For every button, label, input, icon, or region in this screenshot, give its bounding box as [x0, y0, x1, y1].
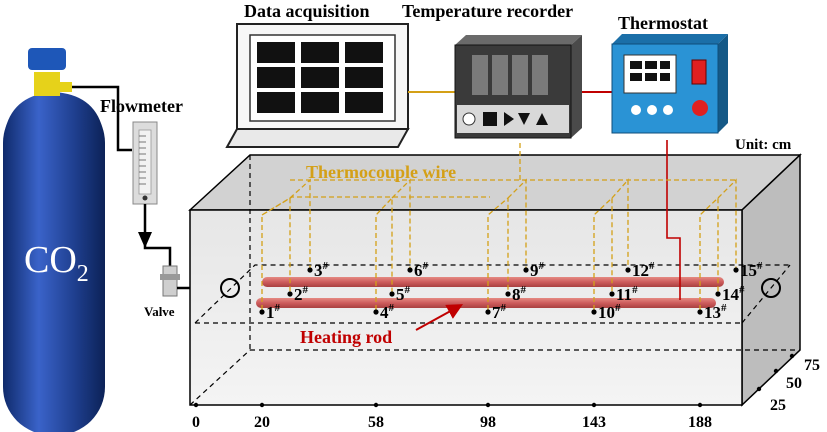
thermocouple-label: 5# [396, 284, 411, 304]
thermocouple-label: 4# [380, 302, 395, 322]
thermocouple-points: 1# 2#3# 4#5#6# 7#8#9# 10#11# 12# 13#14# 15# [259, 260, 763, 322]
valve: Valve [144, 265, 180, 319]
heating-rod-label: Heating rod [300, 327, 392, 347]
cylinder-cap-icon [28, 48, 66, 70]
x-tick-label: 188 [688, 414, 712, 431]
thermocouple-label: 6# [414, 260, 429, 280]
monitor-tiles-icon [257, 42, 383, 113]
thermocouple-dot [373, 309, 379, 315]
data-acquisition-label: Data acquisition [244, 1, 370, 21]
recorder-knob-icon [462, 112, 476, 126]
recorder-button-icon [483, 112, 497, 126]
thermocouple-label: 15# [740, 260, 763, 280]
power-switch-icon [691, 59, 707, 85]
depth-tick-mark [756, 386, 762, 392]
heating-rod-back [262, 277, 724, 287]
co2-label: CO2 [24, 239, 89, 287]
x-tick-mark [591, 402, 597, 408]
thermocouple-label: 9# [530, 260, 545, 280]
thermocouple-label: 3# [314, 260, 329, 280]
x-tick-label: 143 [582, 414, 606, 431]
thermocouple-dot [259, 309, 265, 315]
temperature-recorder: Temperature recorder [402, 1, 582, 139]
heating-rod-arrow-icon [415, 304, 464, 331]
depth-tick-label: 25 [770, 397, 786, 414]
x-tick-mark [373, 402, 379, 408]
thermocouple-dot [485, 309, 491, 315]
thermocouple-label: 11# [616, 284, 638, 304]
heating-rods [256, 277, 724, 308]
depth-tick-label: 75 [804, 357, 820, 374]
thermocouple-label: 8# [512, 284, 527, 304]
thermostat-lamp-icon [692, 100, 708, 116]
thermostat-button-icon [663, 105, 673, 115]
x-tick-mark [697, 402, 703, 408]
heating-rod-front [256, 298, 716, 308]
thermocouple-dot [625, 267, 631, 273]
thermostat-button-icon [647, 105, 657, 115]
inlet-port-icon [220, 278, 240, 298]
thermocouple-label: 10# [598, 302, 621, 322]
thermocouple-dot [715, 291, 721, 297]
flowmeter-label: Flowmeter [100, 96, 183, 116]
thermocouple-dot [733, 267, 739, 273]
thermocouple-dot [287, 291, 293, 297]
cylinder-valve-icon [34, 72, 60, 96]
thermocouple-dot [407, 267, 413, 273]
thermocouple-label: 14# [722, 284, 745, 304]
data-acquisition-laptop: Data acquisition [225, 1, 410, 148]
thermocouple-wires [261, 140, 737, 310]
x-tick-mark [193, 402, 199, 408]
flowmeter: Flowmeter [100, 96, 183, 205]
outlet-port-icon [761, 278, 781, 298]
thermostat-label: Thermostat [618, 13, 708, 33]
depth-tick-mark [789, 353, 795, 359]
thermocouple-label: 13# [704, 302, 727, 322]
thermocouple-dot [591, 309, 597, 315]
thermocouple-label: 2# [294, 284, 309, 304]
x-tick-label: 98 [480, 414, 496, 431]
thermocouple-dot [609, 291, 615, 297]
thermocouple-label: 12# [632, 260, 655, 280]
x-tick-mark [485, 402, 491, 408]
x-axis-ticks: 0 20 58 98 143 188 [192, 402, 712, 431]
valve-label: Valve [144, 304, 175, 319]
thermocouple-label: 1# [266, 302, 281, 322]
depth-tick-label: 50 [786, 375, 802, 392]
thermocouple-dot [523, 267, 529, 273]
unit-label: Unit: cm [735, 137, 792, 153]
x-tick-label: 0 [192, 414, 200, 431]
thermocouple-dot [505, 291, 511, 297]
thermocouple-dot [389, 291, 395, 297]
depth-tick-mark [773, 368, 779, 374]
flow-arrow-icon [138, 232, 152, 248]
down-triangle-icon [518, 113, 530, 125]
x-tick-label: 58 [368, 414, 384, 431]
thermocouple-label: 7# [492, 302, 507, 322]
temperature-recorder-label: Temperature recorder [402, 1, 573, 21]
x-tick-mark [259, 402, 265, 408]
x-tick-label: 20 [254, 414, 270, 431]
co2-cylinder: CO2 [3, 48, 105, 432]
thermocouple-dot [697, 309, 703, 315]
thermocouple-wire-label: Thermocouple wire [306, 162, 456, 182]
thermocouple-dot [307, 267, 313, 273]
gas-line-top [72, 85, 132, 152]
play-icon [504, 112, 514, 126]
thermostat: Thermostat [611, 13, 728, 134]
up-triangle-icon [536, 113, 548, 125]
thermostat-wire [666, 140, 681, 300]
thermostat-button-icon [631, 105, 641, 115]
